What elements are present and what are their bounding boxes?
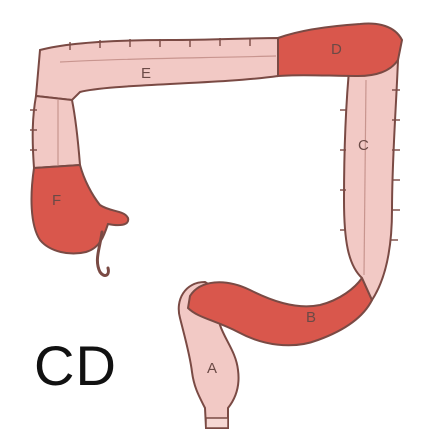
segment-f bbox=[32, 165, 129, 275]
left-limb bbox=[33, 96, 80, 168]
left-limb-shape bbox=[33, 96, 80, 168]
segment-a-label: A bbox=[207, 360, 217, 377]
segment-e-label: E bbox=[141, 65, 151, 82]
segment-a-anus bbox=[206, 418, 228, 428]
segment-c bbox=[344, 60, 398, 300]
segment-e bbox=[36, 38, 278, 100]
segment-c-label: C bbox=[358, 137, 369, 154]
segment-c-shape bbox=[344, 60, 398, 300]
segment-f-shape bbox=[32, 165, 129, 254]
segment-b-label: B bbox=[306, 309, 316, 326]
segment-e-shape bbox=[36, 38, 278, 100]
segment-d-label: D bbox=[331, 41, 342, 58]
diagram-title: CD bbox=[34, 338, 117, 394]
segment-f-label: F bbox=[52, 192, 61, 209]
